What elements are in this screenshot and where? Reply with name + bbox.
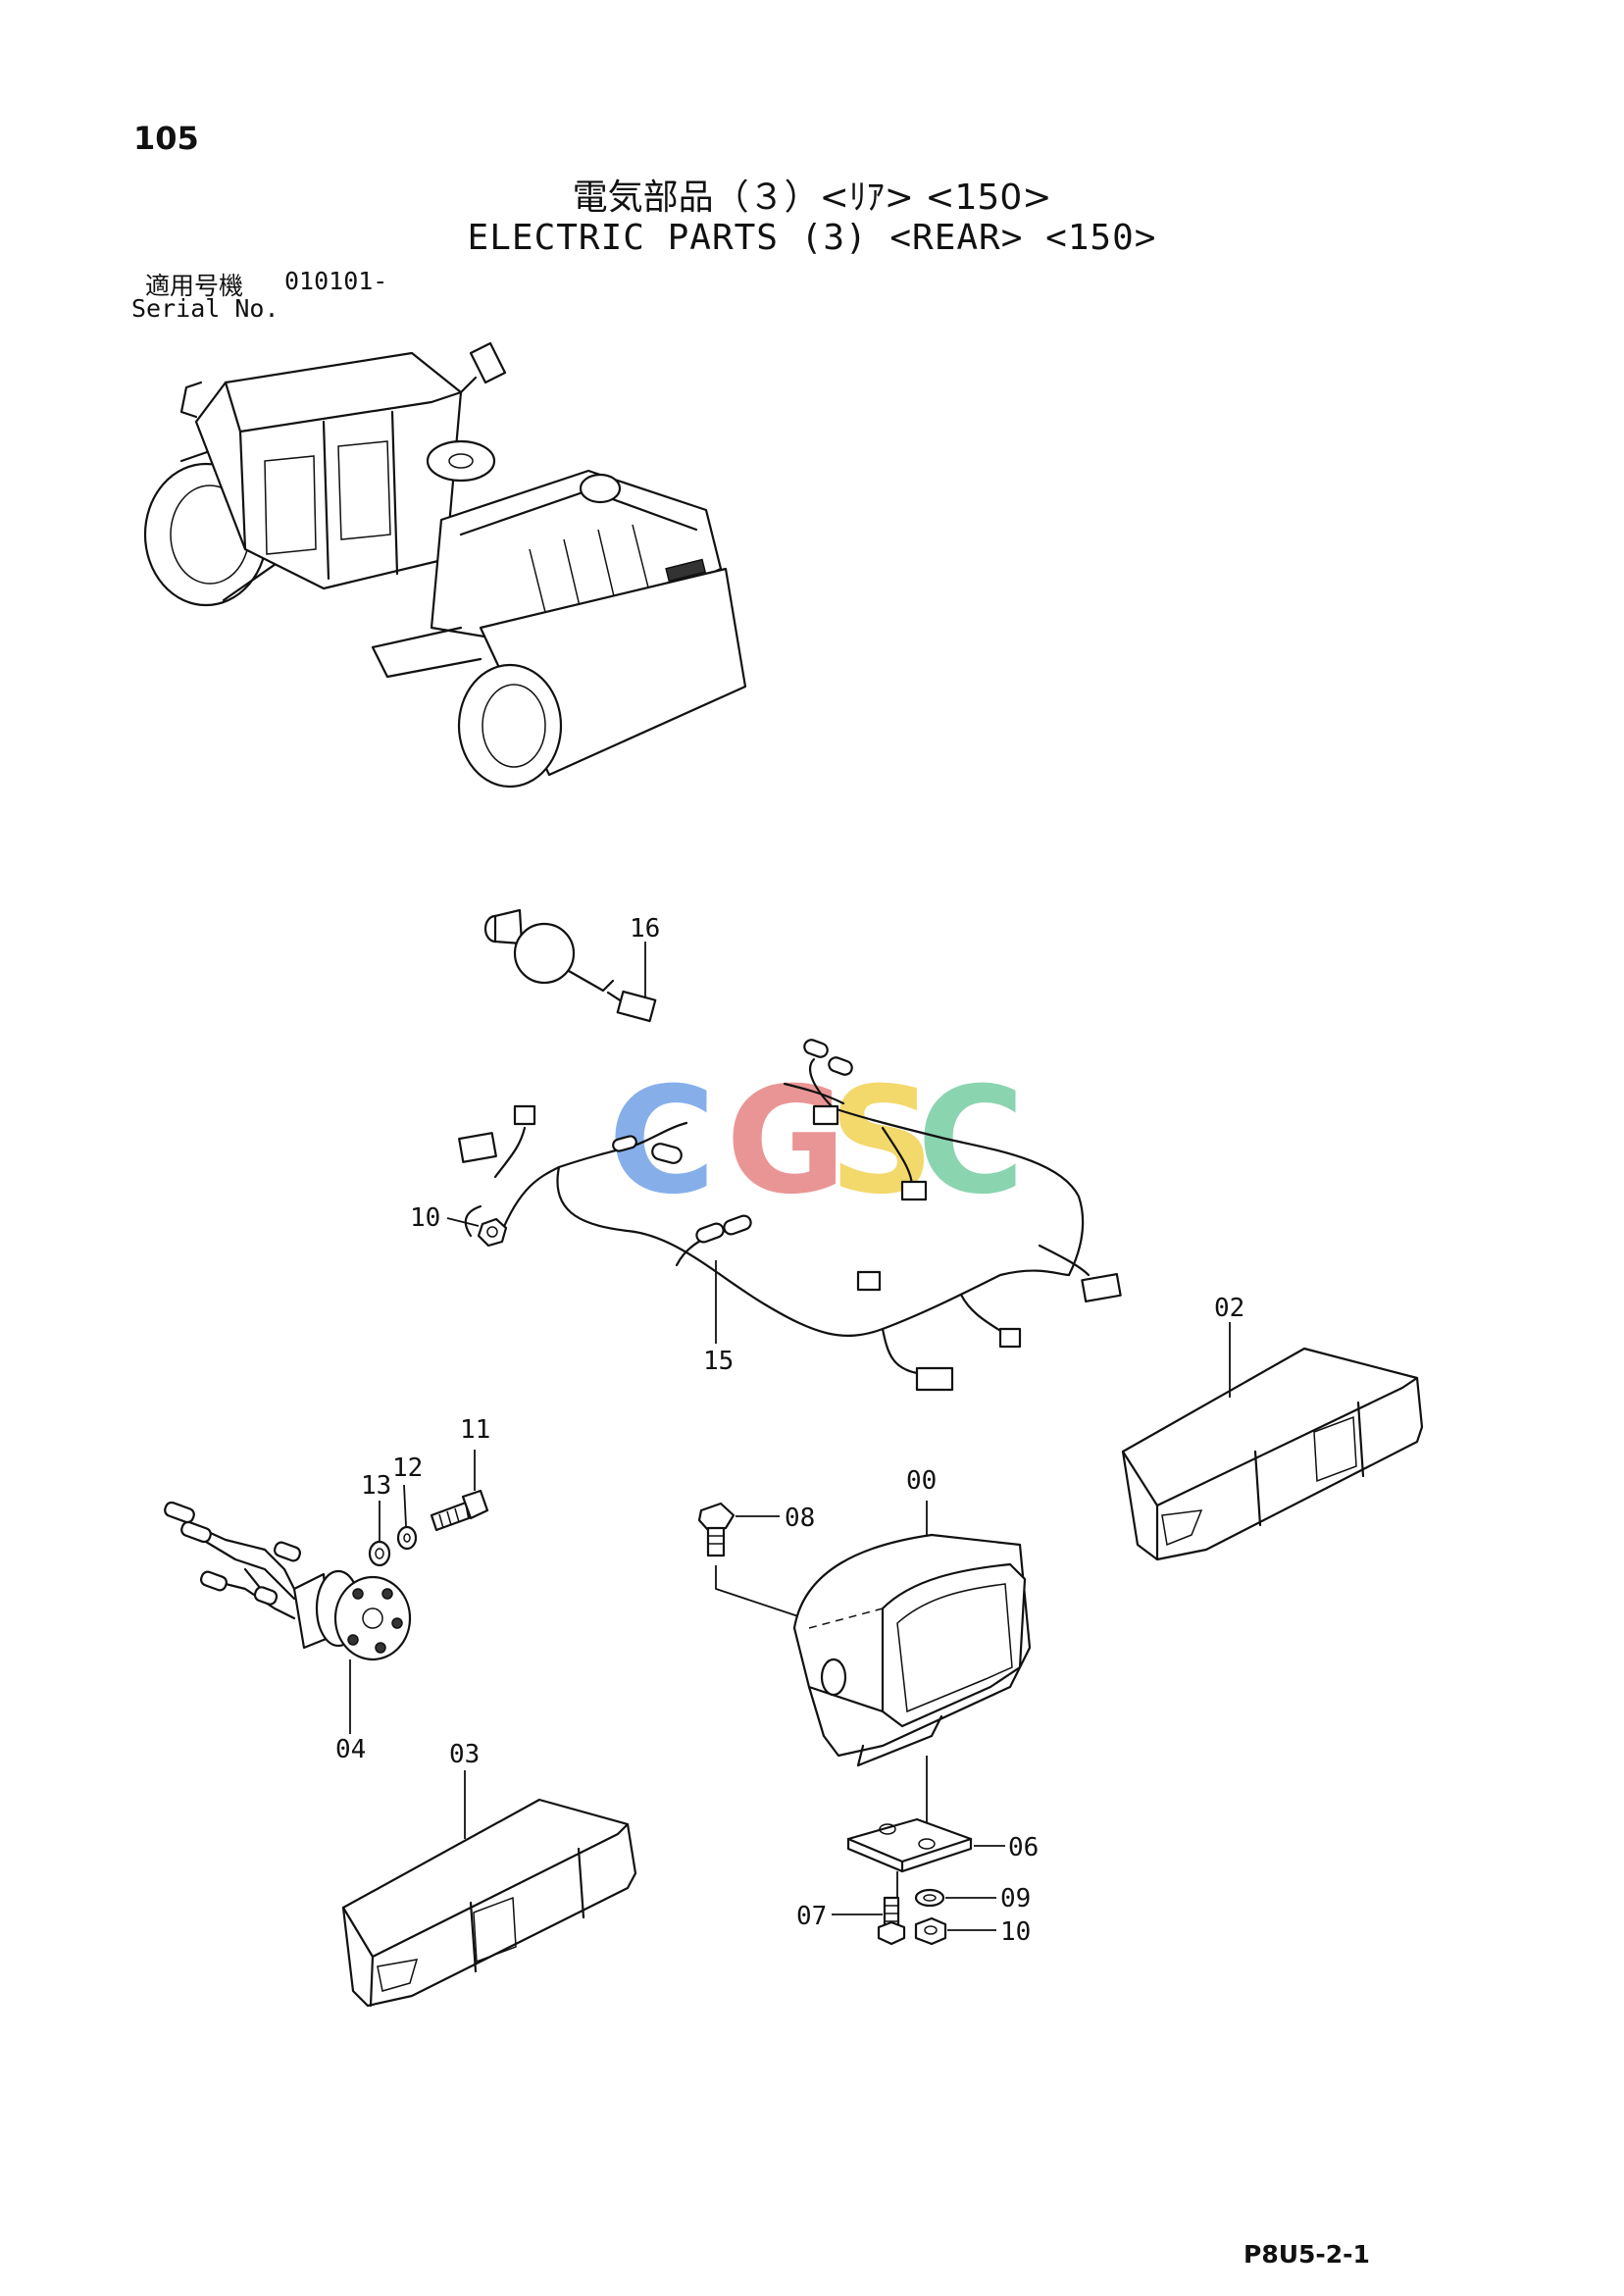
- serial-label-english: Serial No.: [131, 294, 279, 323]
- callout-10-upper: 10: [410, 1203, 440, 1233]
- page-title-japanese: 電気部品（３）<ﾘｱ> <150>: [572, 178, 1052, 218]
- machine-overview-illustration: [143, 341, 747, 789]
- callout-10-lower: 10: [1000, 1917, 1031, 1947]
- callout-08: 08: [785, 1504, 815, 1533]
- callout-13: 13: [361, 1471, 391, 1501]
- part-16-sensor: [483, 908, 657, 1023]
- callout-15: 15: [703, 1347, 734, 1376]
- callout-02: 02: [1214, 1294, 1244, 1323]
- callout-16: 16: [630, 914, 660, 944]
- callout-00: 00: [906, 1466, 937, 1496]
- serial-code: 010101-: [284, 267, 388, 295]
- part-15-wiring-harness: [458, 1039, 1122, 1392]
- part-03-tail-lamp-left: [341, 1770, 637, 2008]
- serial-label-japanese: 適用号機: [145, 272, 244, 300]
- part-09-spring-washer: [914, 1888, 996, 1908]
- part-07-bolt: [832, 1896, 906, 1946]
- part-00-work-lamp: [697, 1501, 1032, 1834]
- page-number: 105: [133, 120, 199, 157]
- part-12-washer: [396, 1484, 418, 1551]
- callout-04: 04: [335, 1735, 366, 1764]
- callout-12: 12: [392, 1454, 423, 1483]
- drawing-code: P8U5-2-1: [1243, 2240, 1370, 2269]
- watermark-letter-4: C: [917, 1056, 1025, 1227]
- callout-03: 03: [449, 1740, 480, 1769]
- callout-07: 07: [796, 1902, 827, 1931]
- part-06-mounting-plate: [846, 1817, 1005, 1898]
- part-11-bolt: [430, 1450, 489, 1532]
- callout-labels: 16 10 15 02 11 12 13 08 00 04 03 06 09 0…: [335, 914, 1244, 1947]
- page-title-english: ELECTRIC PARTS (3) <REAR> <150>: [467, 218, 1157, 258]
- part-10-nut-lower: [914, 1916, 996, 1946]
- callout-09: 09: [1000, 1884, 1031, 1913]
- callout-11: 11: [460, 1415, 490, 1445]
- callout-06: 06: [1008, 1833, 1039, 1862]
- part-10-nut-upper: [446, 1217, 508, 1248]
- part-02-tail-lamp-right: [1121, 1322, 1424, 1561]
- part-13-washer: [368, 1501, 391, 1567]
- part-04-rotary-switch: [164, 1501, 412, 1734]
